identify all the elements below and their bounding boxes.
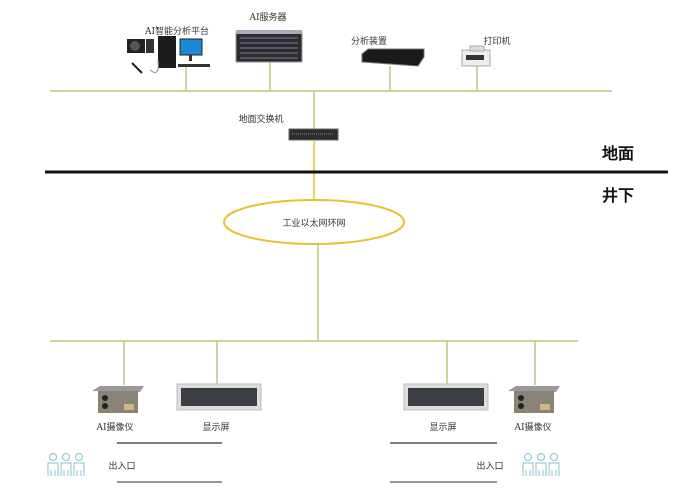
analyzer-label: 分析装置 — [350, 37, 388, 47]
printer-icon — [461, 45, 491, 67]
camera-icon — [92, 386, 144, 413]
network-switch-icon — [288, 128, 339, 141]
entrance-label: 出入口 — [108, 462, 136, 472]
ai-platform-label: AI智能分析平台 — [144, 27, 210, 37]
server-icon — [235, 30, 303, 63]
display-label: 显示屏 — [429, 423, 457, 433]
ring-network-ellipse — [223, 199, 405, 245]
people-icon — [522, 453, 560, 476]
zone-ground-label: 地面 — [602, 144, 635, 163]
camera-label: AI摄像仪 — [514, 423, 552, 433]
analyzer-icon — [361, 48, 425, 67]
ai-server-label: AI服务器 — [249, 13, 287, 23]
workstation-icon — [127, 36, 210, 74]
display-icon — [403, 383, 489, 411]
entrance-label: 出入口 — [476, 462, 504, 472]
ring-network-label: 工业以太网环网 — [282, 219, 346, 229]
display-icon — [176, 383, 262, 411]
printer-label: 打印机 — [483, 37, 511, 47]
camera-label: AI摄像仪 — [96, 423, 134, 433]
display-label: 显示屏 — [202, 423, 230, 433]
switch-label: 地面交换机 — [238, 115, 284, 125]
camera-icon — [508, 386, 560, 413]
people-icon — [47, 453, 85, 476]
zone-underground-label: 井下 — [602, 186, 635, 205]
